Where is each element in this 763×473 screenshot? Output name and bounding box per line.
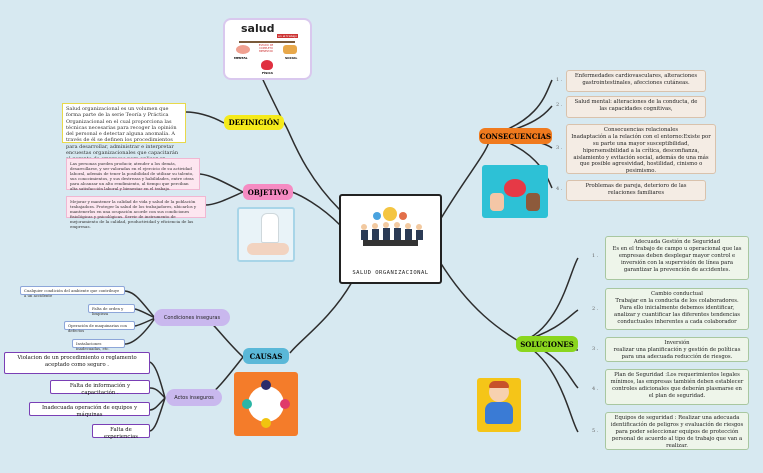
consecuencia-item-1[interactable]: Enfermedades cardiovasculares, alteracio… bbox=[566, 70, 706, 92]
condiciones-node[interactable]: Condiciones inseguras bbox=[154, 309, 230, 326]
solucion-item-3[interactable]: Inversión realizar una planificación y g… bbox=[605, 337, 749, 362]
soluciones-label: SOLUCIONES bbox=[520, 339, 574, 349]
solucion-title-1: Adecuada Gestión de Seguridad bbox=[633, 239, 721, 245]
condicion-item-1[interactable]: Cualquier condición del ambiente que con… bbox=[20, 286, 125, 298]
salud-caption: ESTADO DE COMPLETO BIENESTAR bbox=[258, 44, 274, 53]
salud-social-label: SOCIAL bbox=[285, 56, 298, 60]
worker-body bbox=[485, 402, 513, 424]
objetivo-note-1[interactable]: Las personas pueden producir, atender a … bbox=[66, 158, 200, 191]
solucion-text-3: realizar una planificación y gestión de … bbox=[613, 346, 741, 360]
consecuencias-topic[interactable]: CONSECUENCIAS bbox=[479, 128, 552, 144]
actos-node[interactable]: Actos inseguros bbox=[166, 389, 222, 406]
acto-item-2[interactable]: Falta de información y capacitación . bbox=[50, 380, 150, 396]
salud-image: salud en el trabajo MENTAL SOCIAL ESTADO… bbox=[225, 20, 310, 78]
doctor-figure bbox=[261, 213, 279, 243]
consecuencia-number-1: 1 . bbox=[556, 77, 563, 83]
soluciones-topic[interactable]: SOLUCIONES bbox=[516, 336, 578, 352]
condiciones-label: Condiciones inseguras bbox=[163, 314, 221, 321]
acto-text-2: Falta de información y capacitación . bbox=[69, 383, 131, 396]
people-icon bbox=[283, 45, 297, 54]
objetivo-topic[interactable]: OBJETIVO bbox=[243, 184, 293, 200]
consecuencia-title-3: Consecuencias relacionales bbox=[603, 127, 679, 133]
brain-icon bbox=[236, 45, 250, 54]
condicion-text-1: Cualquier condición del ambiente que con… bbox=[24, 288, 120, 298]
solucion-title-3: Inversión bbox=[664, 340, 690, 346]
acto-item-1[interactable]: Violacion de un procedimiento o reglamen… bbox=[4, 352, 150, 374]
consecuencia-text-2: Salud mental: alteraciones de la conduct… bbox=[574, 99, 698, 112]
solucion-number-5: 5 . bbox=[592, 428, 599, 434]
condicion-item-2[interactable]: Falta de orden y limpieza bbox=[88, 304, 135, 316]
hands-figure bbox=[247, 243, 289, 255]
acto-item-4[interactable]: Falta de experiencias bbox=[92, 424, 150, 440]
team-circle bbox=[248, 386, 284, 422]
team-person-2 bbox=[242, 399, 252, 409]
central-topic-label: SALUD ORGANIZACIONAL bbox=[352, 270, 429, 276]
condicion-text-4: Instalaciones inadecuadas, etc. bbox=[76, 341, 110, 351]
salud-fisica-label: FÍSICA bbox=[262, 71, 273, 75]
consecuencia-number-4: 4 . bbox=[556, 186, 563, 192]
definicion-label: DEFINICIÓN bbox=[228, 118, 280, 127]
consecuencias-label: CONSECUENCIAS bbox=[479, 131, 552, 141]
team-person-3 bbox=[280, 399, 290, 409]
salud-image-title: salud bbox=[241, 22, 275, 35]
solucion-text-4: Plan de Seguridad :Los requerimientos le… bbox=[610, 372, 744, 399]
hand-left bbox=[490, 193, 504, 211]
consecuencia-text-4: Problemas de pareja, deterioro de las re… bbox=[585, 183, 687, 196]
solucion-item-2[interactable]: Cambio conductual Trabajar en la conduct… bbox=[605, 288, 749, 330]
condicion-text-3: Operación de maquinarias con defectos bbox=[68, 323, 128, 333]
condicion-item-4[interactable]: Instalaciones inadecuadas, etc. bbox=[72, 339, 125, 351]
condicion-text-2: Falta de orden y limpieza bbox=[92, 306, 124, 316]
salud-image-subtitle: en el trabajo bbox=[277, 34, 298, 38]
consecuencia-text-1: Enfermedades cardiovasculares, alteracio… bbox=[574, 73, 698, 86]
team-person-1 bbox=[261, 380, 271, 390]
central-topic[interactable]: SALUD ORGANIZACIONAL bbox=[339, 194, 442, 284]
consecuencias-image bbox=[482, 165, 548, 218]
acto-text-3: Inadecuada operación de equipos y máquin… bbox=[41, 405, 138, 418]
consecuencia-item-2[interactable]: Salud mental: alteraciones de la conduct… bbox=[566, 96, 706, 118]
actos-label: Actos inseguros bbox=[174, 394, 214, 401]
definicion-note[interactable]: Salud organizacional es un volumen que f… bbox=[62, 103, 186, 175]
solucion-item-5[interactable]: Equipos de seguridad : Realizar una adec… bbox=[605, 412, 749, 450]
objetivo-note-2[interactable]: Mejorar y mantener la calidad de vida y … bbox=[66, 196, 206, 229]
team-person-4 bbox=[261, 418, 271, 428]
acto-text-1: Violacion de un procedimiento o reglamen… bbox=[17, 355, 137, 368]
solucion-title-2: Cambio conductual bbox=[651, 291, 703, 297]
hand-right bbox=[526, 193, 540, 211]
scale-beam bbox=[239, 41, 295, 43]
objetivo-text-1: Las personas pueden producir, atender a … bbox=[70, 161, 194, 191]
objetivo-label: OBJETIVO bbox=[247, 187, 289, 197]
solucion-text-5: Equipos de seguridad : Realizar una adec… bbox=[610, 415, 744, 449]
solucion-number-1: 1 . bbox=[592, 253, 599, 259]
acto-item-3[interactable]: Inadecuada operación de equipos y máquin… bbox=[29, 402, 150, 418]
causas-label: CAUSAS bbox=[249, 351, 283, 361]
heart-hands-icon bbox=[504, 179, 526, 197]
solucion-item-1[interactable]: Adecuada Gestión de Seguridad Es en el t… bbox=[605, 236, 749, 280]
solucion-text-1: Es en el trabajo de campo u operacional … bbox=[612, 245, 742, 273]
consecuencia-number-2: 2 . bbox=[556, 102, 563, 108]
consecuencia-item-3[interactable]: Consecuencias relacionales Inadaptación … bbox=[566, 124, 716, 174]
solucion-number-4: 4 . bbox=[592, 386, 599, 392]
solucion-number-2: 2 . bbox=[592, 306, 599, 312]
definicion-topic[interactable]: DEFINICIÓN bbox=[224, 115, 284, 130]
acto-text-4: Falta de experiencias bbox=[104, 427, 138, 440]
causas-image bbox=[234, 372, 298, 436]
soluciones-image bbox=[477, 378, 521, 432]
business-meeting-illustration bbox=[361, 207, 423, 246]
condicion-item-3[interactable]: Operación de maquinarias con defectos bbox=[64, 321, 135, 333]
objetivo-image bbox=[237, 207, 295, 262]
heart-icon bbox=[261, 60, 273, 70]
solucion-item-4[interactable]: Plan de Seguridad :Los requerimientos le… bbox=[605, 369, 749, 405]
worker-hair bbox=[489, 381, 509, 388]
solucion-text-2: Trabajar en la conducta de los colaborad… bbox=[614, 297, 740, 325]
consecuencia-number-3: 3 . bbox=[556, 145, 563, 151]
consecuencia-text-3: Inadaptación a la relación con el entorn… bbox=[571, 133, 711, 175]
causas-topic[interactable]: CAUSAS bbox=[243, 348, 289, 364]
solucion-number-3: 3 . bbox=[592, 346, 599, 352]
salud-mental-label: MENTAL bbox=[234, 56, 248, 60]
consecuencia-item-4[interactable]: Problemas de pareja, deterioro de las re… bbox=[566, 180, 706, 201]
objetivo-text-2: Mejorar y mantener la calidad de vida y … bbox=[70, 199, 197, 229]
